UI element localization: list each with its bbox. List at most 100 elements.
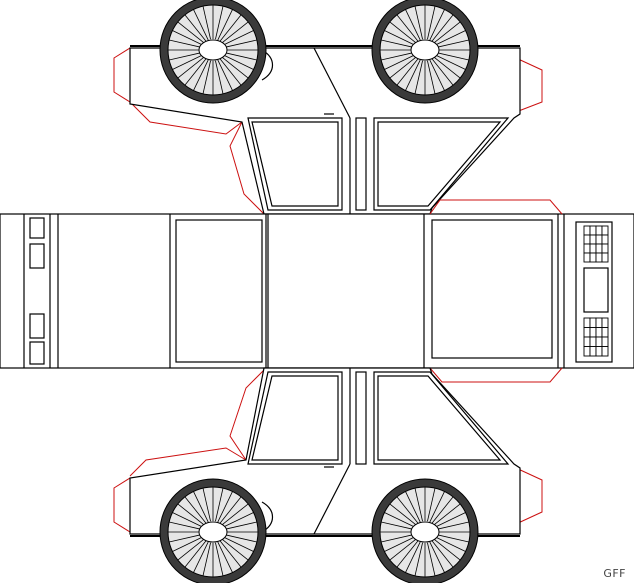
spoke [389, 21, 417, 44]
spoke [193, 9, 209, 41]
spoke [431, 14, 454, 42]
spoke [169, 521, 203, 530]
grille-cell [595, 234, 603, 245]
spoke [172, 30, 204, 46]
grille-cell [601, 234, 609, 245]
rear-light-upper-2 [29, 243, 45, 269]
spoke [222, 512, 254, 528]
spoke [202, 488, 211, 522]
spoke [193, 59, 209, 91]
spoke [431, 58, 454, 86]
spoke [433, 56, 461, 79]
spoke [384, 536, 416, 552]
front-grille-center [583, 267, 609, 313]
spoke [177, 538, 205, 561]
spoke [184, 540, 207, 568]
spoke [202, 60, 211, 94]
grille-cell [589, 336, 597, 347]
spoke [429, 59, 445, 91]
spoke [223, 52, 257, 61]
spoke [434, 30, 466, 46]
spoke [217, 9, 233, 41]
center-roof-strip [0, 213, 634, 369]
spoke [414, 488, 423, 522]
spoke [221, 538, 249, 561]
spoke [221, 21, 249, 44]
spoke [215, 488, 224, 522]
spoke [405, 59, 421, 91]
spoke [223, 39, 257, 48]
artist-signature: GFF [603, 567, 626, 580]
rear-light-lower-2 [29, 341, 45, 365]
spoke [202, 6, 211, 40]
spoke [389, 56, 417, 79]
spoke [427, 488, 436, 522]
spoke [435, 521, 469, 530]
spoke [384, 30, 416, 46]
spoke [381, 521, 415, 530]
center-glue-tabs [429, 199, 563, 383]
spoke [396, 540, 419, 568]
spoke [414, 542, 423, 576]
spoke [177, 503, 205, 526]
spoke [215, 6, 224, 40]
rear-window [175, 219, 263, 363]
spoke [172, 54, 204, 70]
grille-cell [589, 346, 597, 357]
top-glue-tabs [113, 47, 543, 215]
spoke [427, 6, 436, 40]
spoke [215, 60, 224, 94]
spoke [414, 60, 423, 94]
grille-cell [583, 243, 591, 254]
spoke [222, 536, 254, 552]
spoke [222, 54, 254, 70]
spoke [217, 59, 233, 91]
spoke [222, 30, 254, 46]
spoke [169, 52, 203, 61]
spoke [215, 542, 224, 576]
grille-cell [595, 243, 603, 254]
wheel-bottom-rear [159, 478, 267, 583]
spoke [219, 58, 242, 86]
spoke [184, 14, 207, 42]
spoke [169, 534, 203, 543]
grille-cell [595, 225, 603, 236]
rear-light-lower-1 [29, 313, 45, 339]
spoke [381, 52, 415, 61]
grille-cell [589, 327, 597, 338]
spoke [221, 56, 249, 79]
spoke [405, 541, 421, 573]
grille-cell [583, 234, 591, 245]
grille-cell [583, 252, 591, 263]
spoke [384, 54, 416, 70]
spoke [381, 39, 415, 48]
grille-cell [583, 346, 591, 357]
grille-cell [595, 327, 603, 338]
spoke [396, 496, 419, 524]
grille-cell [589, 243, 597, 254]
grille-cell [601, 317, 609, 328]
spoke [429, 9, 445, 41]
spoke [217, 491, 233, 523]
grille-cell [583, 327, 591, 338]
grille-cell [601, 225, 609, 236]
grille-cell [589, 234, 597, 245]
spoke [435, 39, 469, 48]
wheel-bottom-front [371, 478, 479, 583]
grille-cell [601, 336, 609, 347]
spoke [429, 491, 445, 523]
spoke [431, 496, 454, 524]
spoke [221, 503, 249, 526]
spoke [434, 54, 466, 70]
spoke [429, 541, 445, 573]
grille-cell [589, 317, 597, 328]
spoke [219, 496, 242, 524]
spoke [172, 536, 204, 552]
spoke [389, 538, 417, 561]
spoke [381, 534, 415, 543]
spoke [184, 496, 207, 524]
spoke [431, 540, 454, 568]
spoke [172, 512, 204, 528]
grille-cell [583, 225, 591, 236]
